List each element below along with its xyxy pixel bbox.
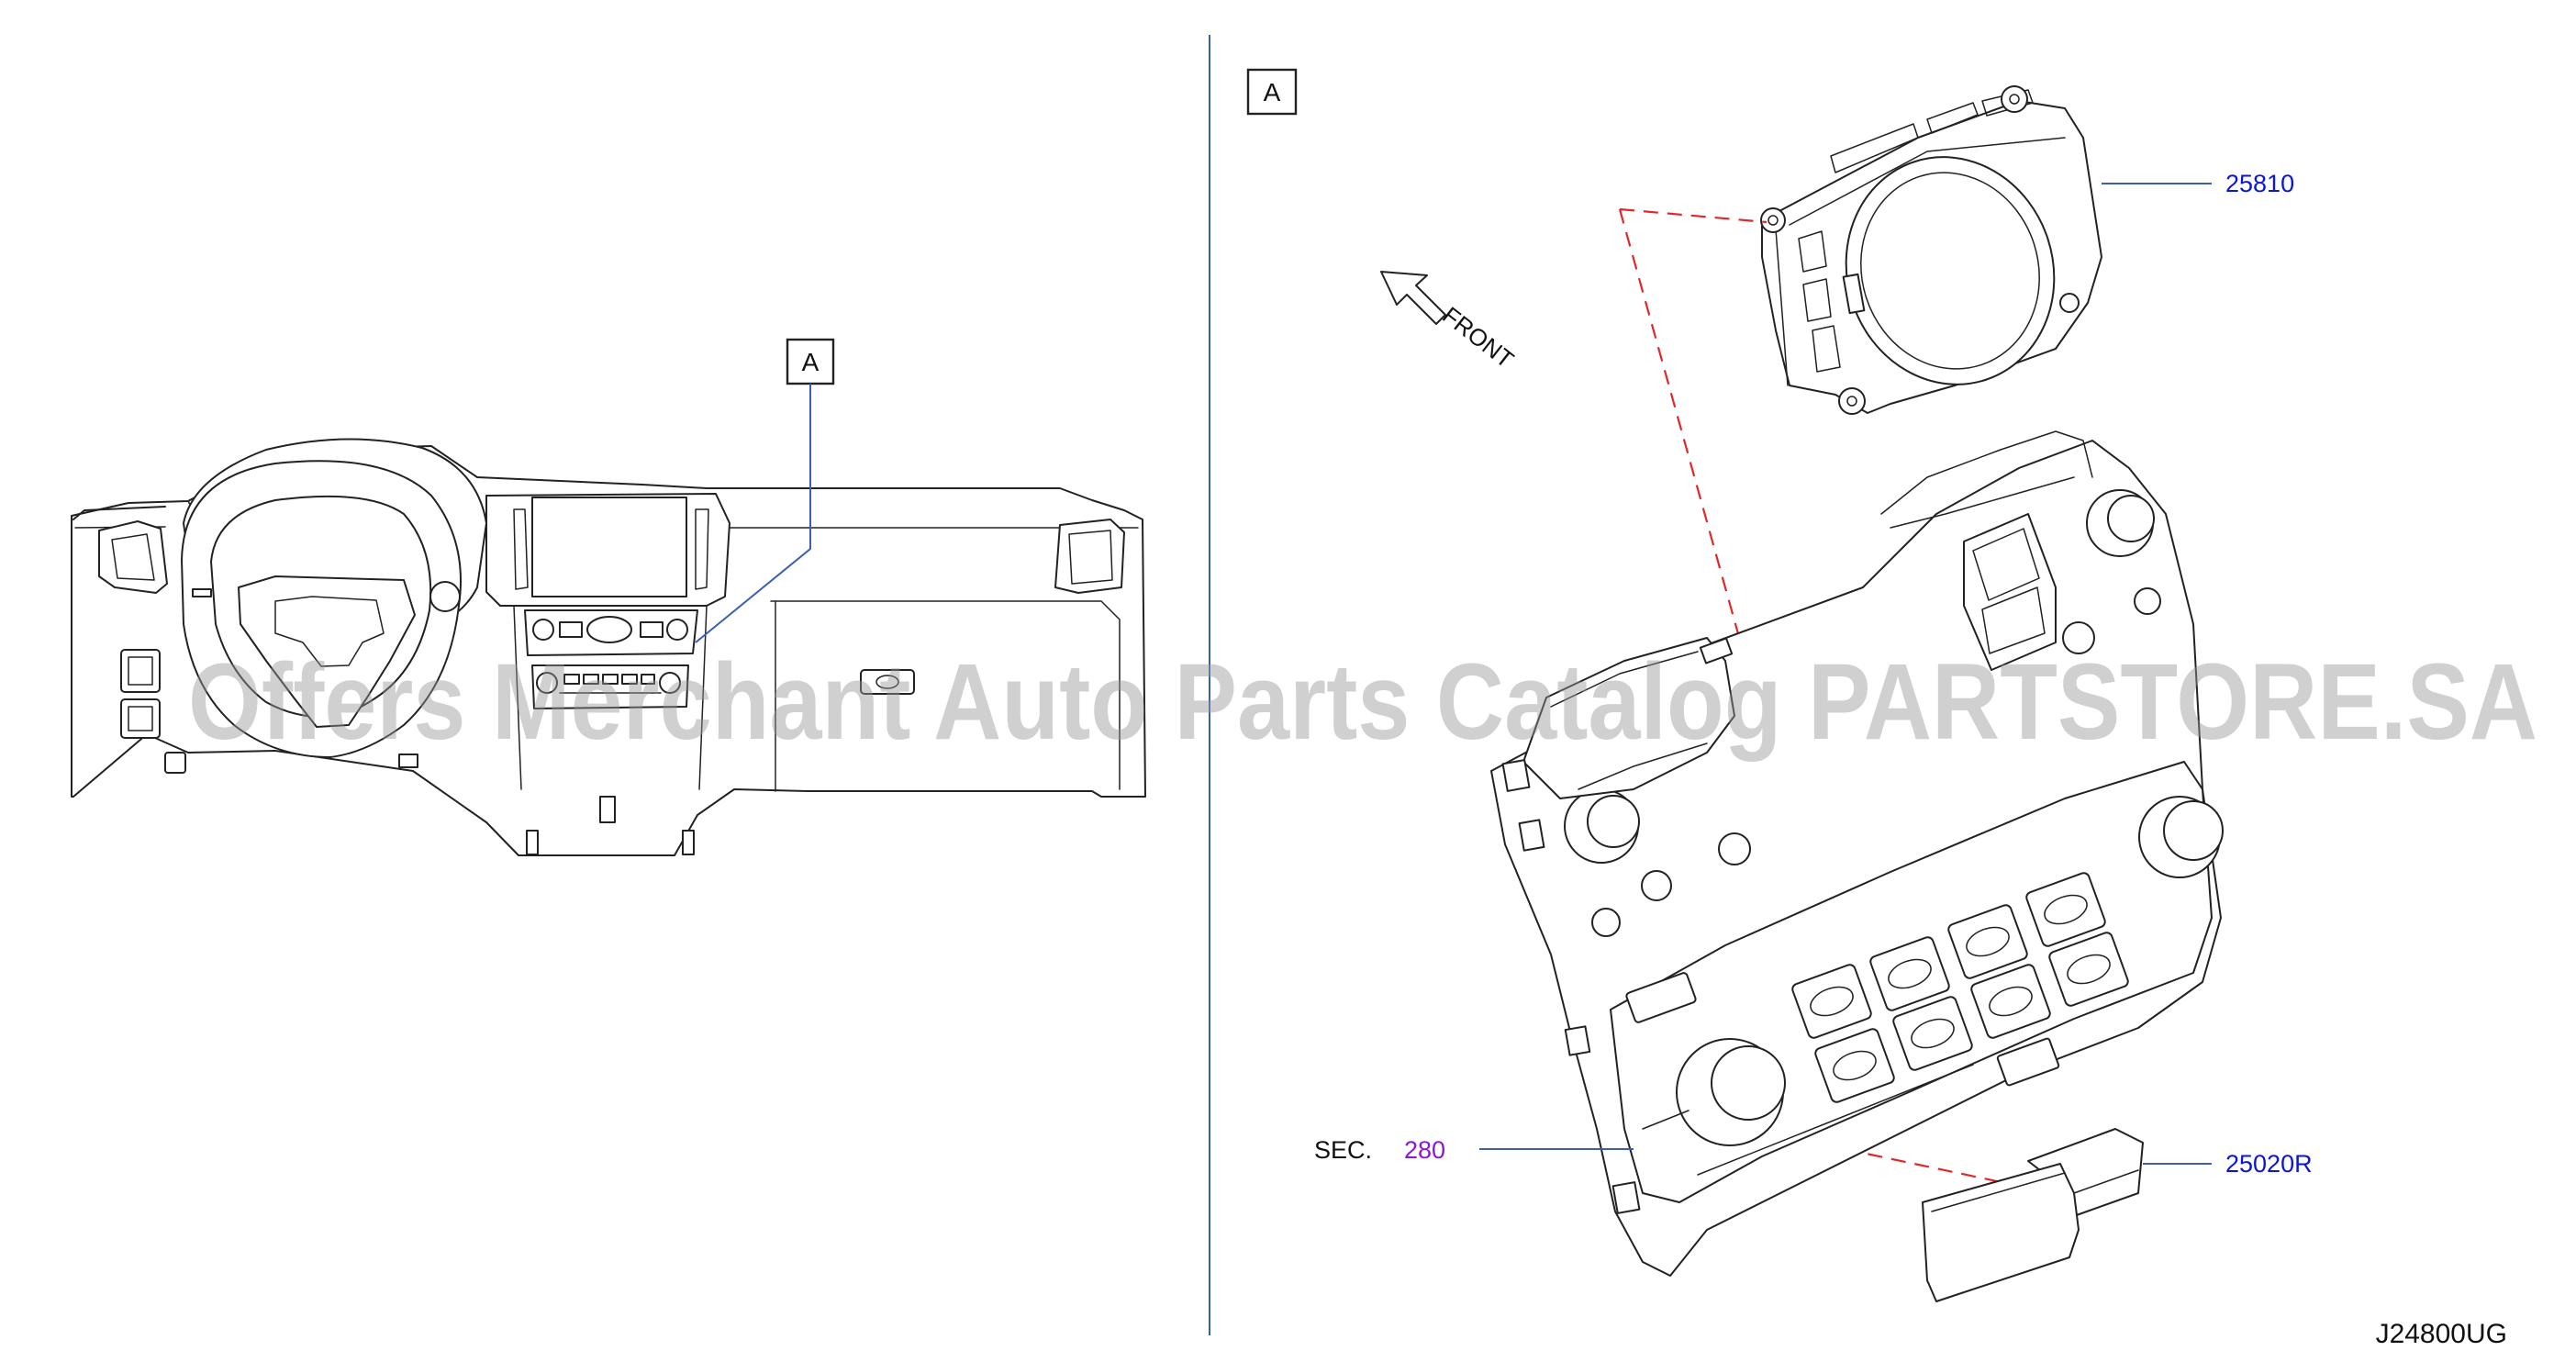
control-buttons: [1625, 872, 2129, 1103]
section-ref-prefix: SEC.: [1314, 1136, 1372, 1164]
alignment-line-lower: [1844, 1147, 2011, 1186]
view-a-callout-right: A: [1246, 68, 1298, 116]
view-a-label-right: A: [1264, 78, 1281, 106]
view-a-callout-left: A: [695, 338, 835, 643]
front-direction-indicator: FRONT: [1380, 271, 1519, 374]
part-number-25810[interactable]: 25810: [2225, 170, 2294, 197]
part-number-25020r[interactable]: 25020R: [2225, 1150, 2313, 1178]
part-25810-unit: [1760, 85, 2102, 415]
control-knobs: [1564, 489, 2224, 1146]
view-a-label-left: A: [802, 348, 820, 376]
front-arrow-icon: [1380, 271, 1446, 325]
part-25020r-module: [1922, 1128, 2144, 1302]
alignment-line-upper: [1618, 207, 1768, 654]
section-ref-number[interactable]: 280: [1404, 1136, 1445, 1164]
dashboard-overview: [71, 438, 1146, 856]
front-label: FRONT: [1437, 301, 1519, 374]
hvac-control-panel: [1490, 430, 2224, 1277]
watermark-text: Offers Merchant Auto Parts Catalog PARTS…: [188, 642, 2537, 763]
part-labels: 25810 25020R SEC. 280 J24800UG: [1314, 170, 2507, 1349]
drawing-id: J24800UG: [2376, 1319, 2507, 1349]
